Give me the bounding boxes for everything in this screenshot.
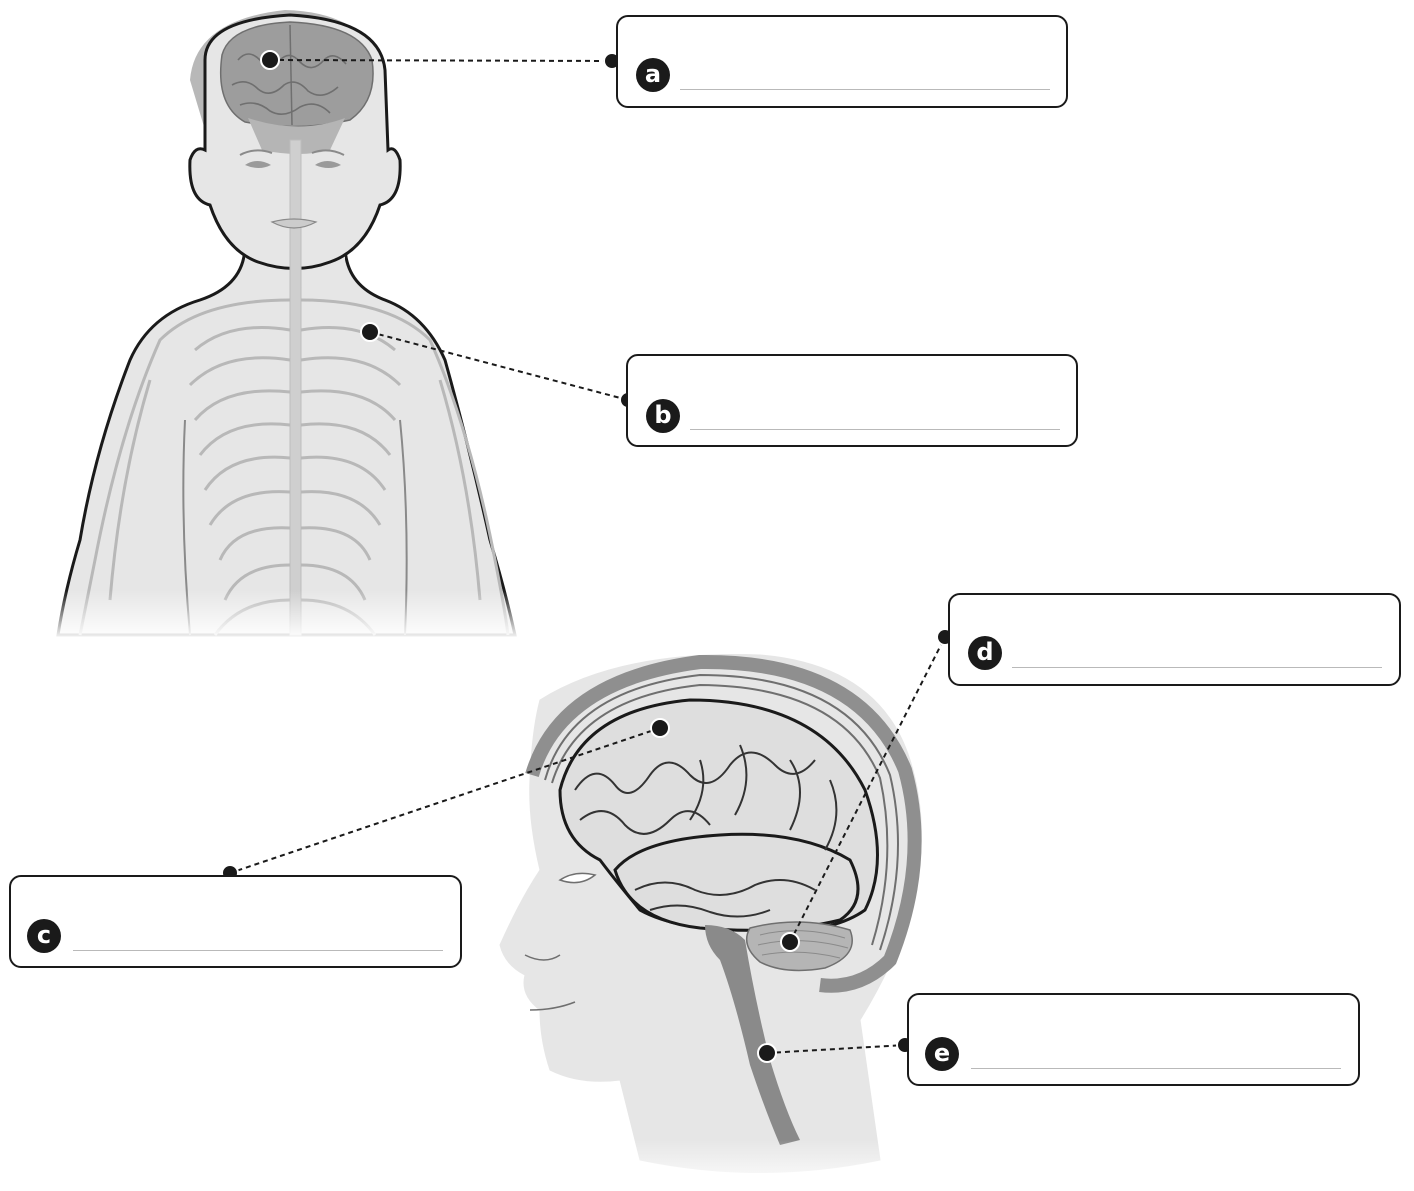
pointer-dot-a — [261, 51, 279, 69]
label-box-c: c — [9, 875, 462, 968]
answer-field-d[interactable] — [1012, 667, 1382, 668]
answer-field-c[interactable] — [73, 950, 443, 951]
letter-badge-a: a — [636, 58, 670, 92]
label-box-b: b — [626, 354, 1078, 447]
pointer-dot-b — [361, 323, 379, 341]
answer-field-e[interactable] — [971, 1068, 1341, 1069]
child-body-illustration — [40, 10, 540, 640]
answer-field-a[interactable] — [680, 89, 1050, 90]
letter-badge-b: b — [646, 399, 680, 433]
label-box-a: a — [616, 15, 1068, 108]
pointer-dot-e — [758, 1044, 776, 1062]
letter-badge-d: d — [968, 636, 1002, 670]
pointer-dot-d — [781, 933, 799, 951]
letter-badge-e: e — [925, 1037, 959, 1071]
letter-badge-c: c — [27, 919, 61, 953]
pointer-dot-c — [651, 719, 669, 737]
label-box-e: e — [907, 993, 1360, 1086]
label-box-d: d — [948, 593, 1401, 686]
head-profile-illustration — [500, 655, 921, 1191]
answer-field-b[interactable] — [690, 429, 1060, 430]
